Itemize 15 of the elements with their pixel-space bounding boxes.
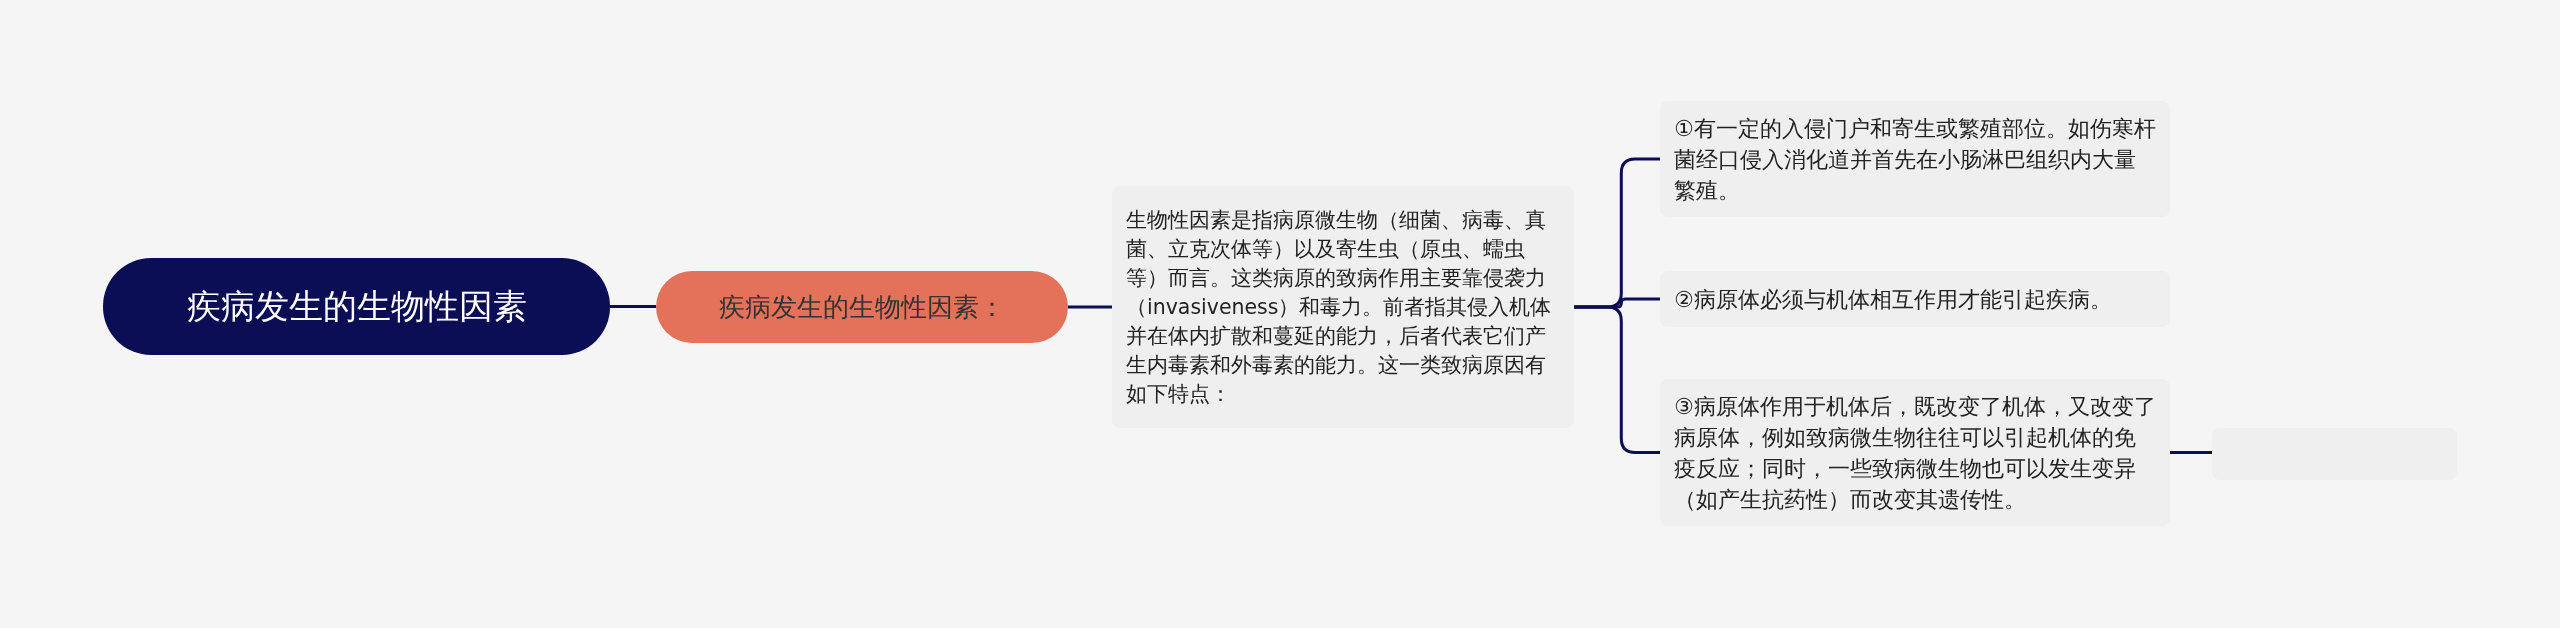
text-card [1660, 379, 2170, 526]
connector-line [610, 305, 656, 308]
note-text: ③病原体作用于机体后，既改变了机体，又改变了病原体，例如致病微生物往往可以引起机体的免疫反应；同时，一些致病微生物也可以发生变异（如产生抗药性）而改变其遗传性。 [1674, 392, 2156, 514]
note-text: ①有一定的入侵门户和寄生或繁殖部位。如伤寒杆菌经口侵入消化道并首先在小肠淋巴组织内大量繁殖。 [1674, 114, 2156, 205]
branch-title: 疾病发生的生物性因素： [719, 290, 1005, 324]
text-card [1660, 271, 2170, 327]
topic-title: 疾病发生的生物性因素 [186, 284, 527, 328]
note-text: ②病原体必须与机体相互作用才能引起疾病。 [1674, 285, 2112, 314]
note-text: 生物性因素是指病原微生物（细菌、病毒、真菌、立克次体等）以及寄生虫（原虫、蠕虫等）而言。这类病原的致病作用主要靠侵袭力（invasiveness）和毒力。前者指其侵入机体并在体内扩散和蔓延的能力，后者代表它们产生内毒素和外毒素的能力。这一类致病原因有如下特点： [1126, 206, 1553, 408]
connector-line [2170, 451, 2212, 454]
text-card [1112, 186, 1574, 428]
connector-line [1574, 305, 1660, 454]
text-card [1660, 101, 2170, 217]
empty-card [2212, 428, 2457, 480]
connector-line [1068, 305, 1112, 309]
